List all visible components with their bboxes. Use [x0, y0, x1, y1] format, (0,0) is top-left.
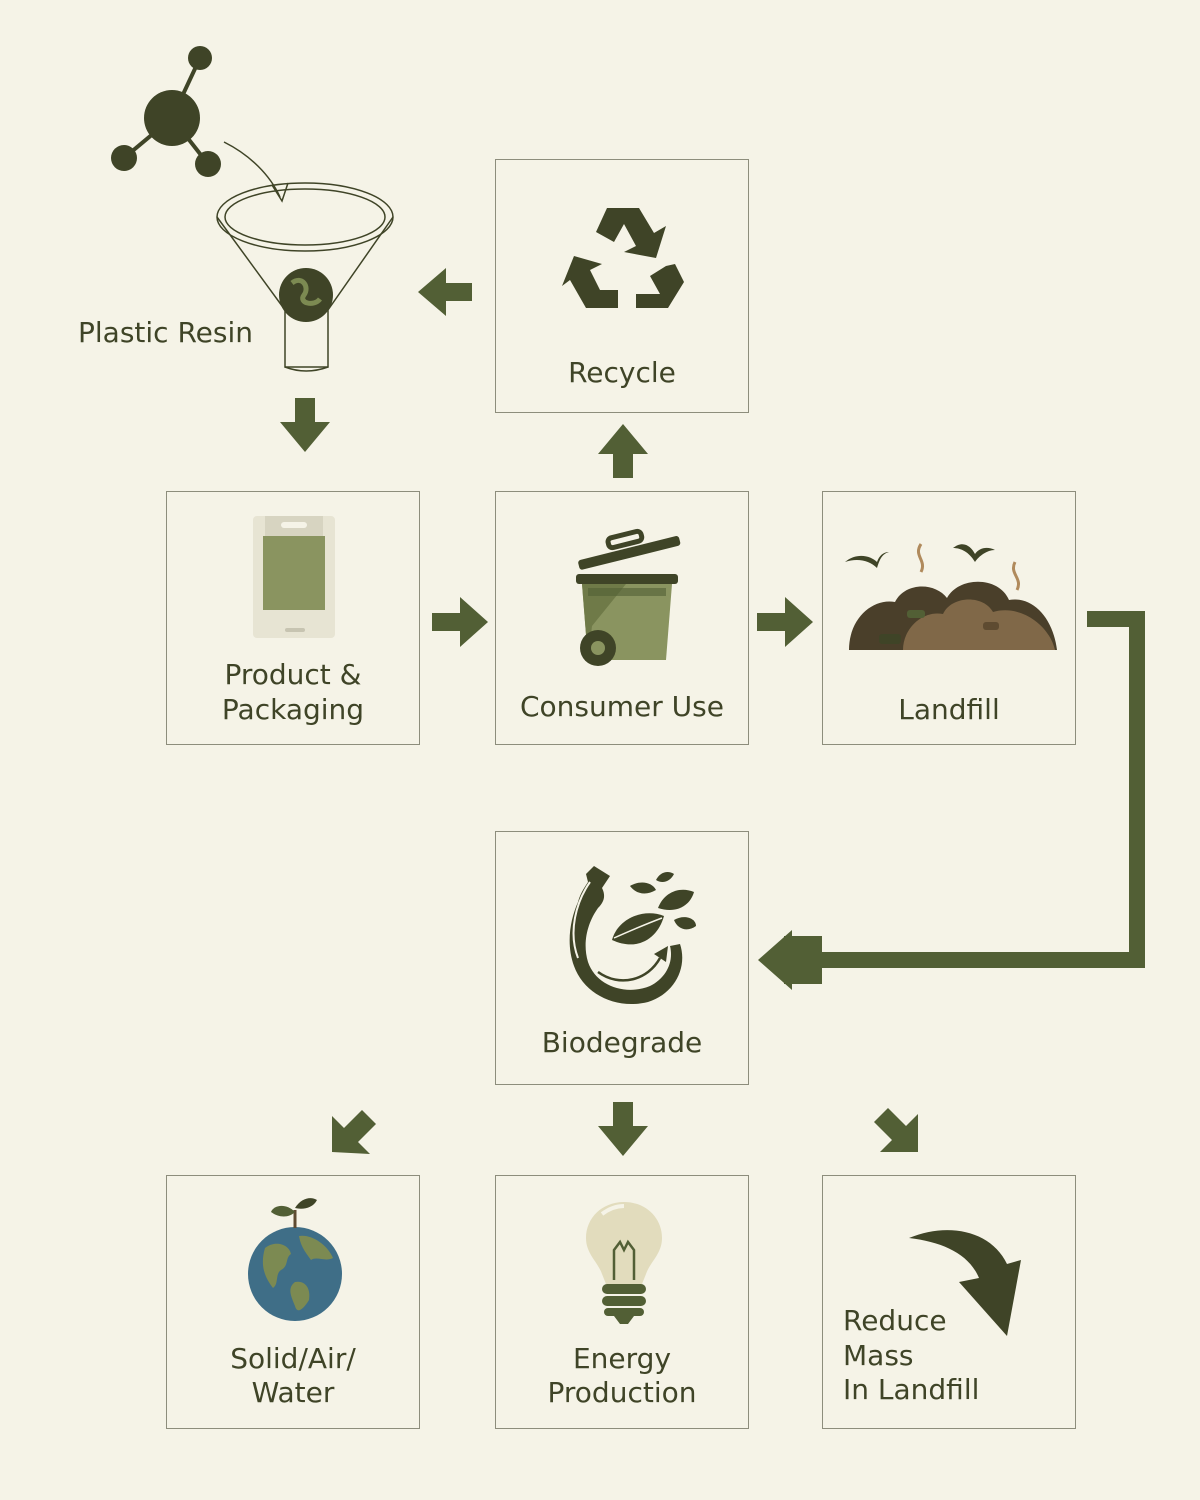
reduce-mass-line1: Reduce — [843, 1304, 947, 1337]
solid-air-water-line2: Water — [251, 1376, 335, 1409]
funnel-icon — [216, 141, 394, 372]
arrow-consumer-to-landfill — [757, 597, 813, 647]
biodegrade-bottle-leaf-icon — [569, 866, 696, 1005]
consumer-use-label: Consumer Use — [520, 690, 724, 723]
arrow-recycle-to-resin — [418, 268, 472, 316]
product-packaging-line2: Packaging — [221, 693, 365, 726]
biodegrade-label: Biodegrade — [541, 1026, 703, 1059]
lightbulb-icon — [586, 1202, 662, 1324]
product-packaging-node: Product & Packaging — [166, 491, 420, 745]
molecule-icon — [111, 46, 221, 177]
reduce-mass-line2: Mass — [843, 1339, 914, 1372]
product-packaging-line1: Product & — [224, 658, 362, 691]
consumer-use-node: Consumer Use — [495, 491, 749, 745]
plastic-resin-label: Plastic Resin — [78, 316, 253, 349]
reduce-mass-node: Reduce Mass In Landfill — [822, 1175, 1076, 1429]
arrow-biodegrade-to-energy — [598, 1102, 648, 1156]
solid-air-water-line1: Solid/Air/ — [230, 1342, 356, 1375]
curved-down-arrow-icon — [909, 1230, 1021, 1336]
recycle-label: Recycle — [568, 356, 676, 389]
recycle-icon — [562, 208, 684, 308]
arrow-consumer-to-recycle — [598, 424, 648, 478]
arrow-landfill-to-biodegrade — [758, 611, 1145, 990]
reduce-mass-line3: In Landfill — [843, 1373, 980, 1406]
arrow-product-to-consumer — [432, 597, 488, 647]
recycle-node: Recycle — [495, 159, 749, 413]
earth-plant-icon — [248, 1198, 342, 1321]
energy-production-line1: Energy — [572, 1342, 672, 1375]
energy-production-node: Energy Production — [495, 1175, 749, 1429]
solid-air-water-node: Solid/Air/ Water — [166, 1175, 420, 1429]
energy-production-line2: Production — [547, 1376, 697, 1409]
arrow-biodegrade-to-reduce — [874, 1108, 918, 1152]
landfill-node: Landfill — [822, 491, 1076, 745]
biodegrade-node: Biodegrade — [495, 831, 749, 1085]
arrow-biodegrade-to-solid — [332, 1110, 376, 1154]
trash-bin-icon — [576, 528, 681, 666]
landfill-label: Landfill — [898, 693, 1000, 726]
package-icon — [253, 516, 335, 638]
landfill-heap-icon — [845, 543, 1057, 650]
arrow-resin-to-product — [280, 398, 330, 452]
